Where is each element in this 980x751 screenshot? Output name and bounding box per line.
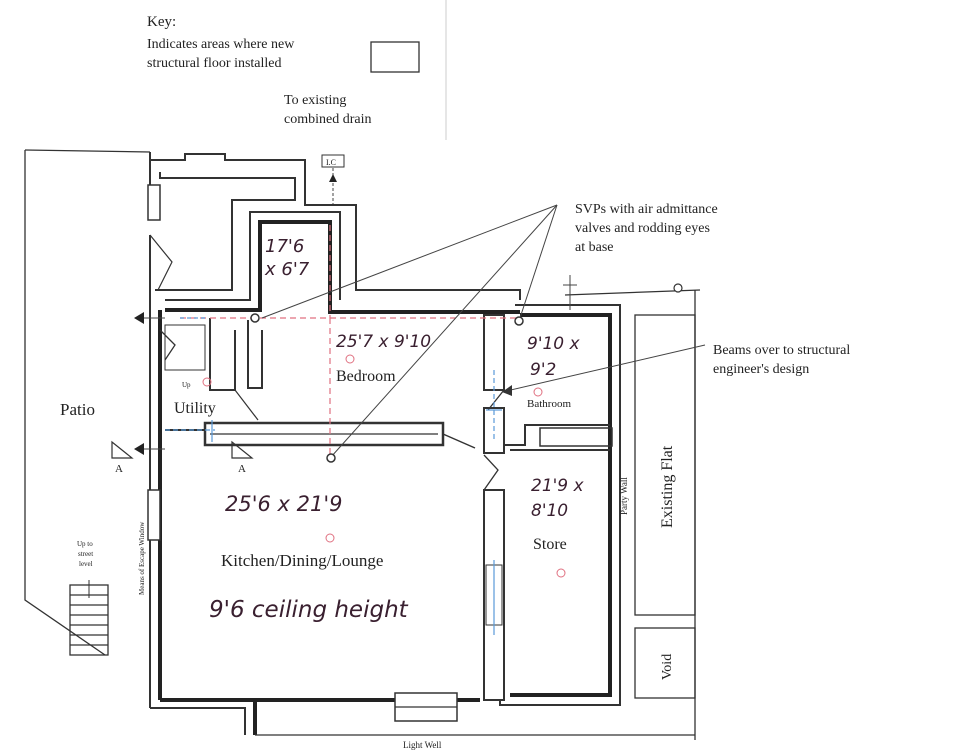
light-point-icon (202, 377, 212, 387)
bedroom-dim: 25'7 x 9'10 (336, 332, 431, 352)
void-label: Void (660, 654, 675, 680)
key-line-1: Indicates areas where new (147, 37, 295, 52)
upper-right-wall (340, 204, 521, 300)
store-label: Store (533, 536, 567, 553)
section-arrow-icon (134, 312, 144, 324)
svp-marker-icon (514, 316, 524, 326)
right-wall-outer (499, 304, 621, 706)
bathroom-dim-2: 9'2 (530, 360, 556, 380)
section-triangle-icon (111, 440, 134, 459)
patio-label: Patio (60, 400, 95, 419)
upper-wall-inner (155, 172, 296, 291)
svp-note-2: valves and rodding eyes (575, 221, 710, 236)
section-triangle-icon (231, 440, 254, 459)
internal-walls (159, 290, 696, 740)
kitchen-label: Kitchen/Dining/Lounge (221, 551, 383, 570)
upper-door-swing (149, 234, 173, 291)
street-label-3: level (79, 560, 93, 568)
beams-leader (501, 344, 706, 393)
bathroom-bottom-wall (504, 424, 610, 446)
svp-leaders (250, 204, 706, 463)
beams-note-2: engineer's design (713, 362, 809, 377)
escape-window (147, 489, 161, 541)
store-partition (483, 489, 505, 701)
small-room-dim-1: 17'6 (265, 236, 304, 257)
utility-cupboard (164, 324, 206, 371)
escape-window-label: Means of Escape Window (138, 521, 146, 595)
drain-marker-box (321, 154, 345, 168)
ceiling-height-note: 9'6 ceiling height (209, 597, 409, 623)
upper-wall-outer (149, 152, 340, 206)
svp-note-3: at base (575, 240, 613, 255)
section-label-right: A (238, 463, 246, 475)
bedroom-label: Bedroom (336, 368, 396, 385)
section-arrow-icon (134, 443, 144, 455)
bathroom-sink-wall (539, 427, 613, 447)
utility-label: Utility (174, 400, 216, 417)
street-label-2: street (78, 550, 93, 558)
key-swatch (370, 41, 420, 73)
beams-arrow-icon (502, 385, 512, 396)
svp-marker-icon (250, 313, 260, 323)
svp-leader-3 (330, 204, 558, 458)
bathroom-door (487, 389, 505, 411)
svp-leader-1 (261, 204, 558, 319)
utility-pier (247, 320, 263, 389)
key-title: Key: (147, 14, 176, 30)
light-point-icon (533, 387, 543, 397)
street-label-1: Up to (77, 540, 93, 548)
store-door (483, 454, 499, 491)
drain-label-1: To existing (284, 93, 346, 108)
key: Key: Indicates areas where new structura… (147, 14, 420, 73)
existing-flat-label: Existing Flat (659, 445, 676, 528)
light-point-icon (556, 568, 566, 578)
patio-top-edge (24, 149, 151, 153)
drain-arrow-icon (329, 174, 337, 182)
patio-area: Patio Up to street level (24, 149, 151, 656)
upper-building (147, 152, 701, 300)
section-label-left: A (115, 463, 123, 475)
utility-door (234, 389, 259, 421)
kitchen-door (442, 433, 476, 449)
key-line-2: structural floor installed (147, 56, 282, 71)
section-markers: A A (111, 312, 254, 475)
bottom-wall-left-outer (150, 707, 246, 735)
bathroom-wall-lower (483, 407, 505, 454)
stair-treads (70, 594, 108, 646)
light-well-label: Light Well (403, 740, 442, 750)
party-wall-label: Party Wall (619, 477, 629, 515)
bedroom-top-wall-outer (165, 211, 341, 301)
right-wall (510, 313, 612, 697)
gully-circle (673, 283, 683, 293)
patio-boundary (24, 150, 106, 656)
light-points (202, 354, 566, 578)
bathroom-label: Bathroom (527, 398, 571, 410)
store-dim-1: 21'9 x (531, 476, 585, 496)
drain-marker: I.C (326, 158, 336, 167)
markup (165, 225, 520, 635)
small-room-dim-2: x 6'7 (264, 259, 310, 280)
bottom-wall-left (160, 698, 257, 735)
drain-note: To existing combined drain I.C (284, 93, 371, 205)
utility-up-label: Up (182, 381, 191, 389)
light-point-icon (345, 354, 355, 364)
store-dim-2: 8'10 (531, 501, 568, 521)
utility-door-swing (159, 329, 176, 361)
drain-label-2: combined drain (284, 112, 371, 127)
upper-window (147, 184, 161, 221)
bathroom-dim-1: 9'10 x (527, 334, 581, 354)
utility-partition (209, 318, 236, 391)
bedroom-top-wall (165, 220, 520, 314)
main-walls (147, 211, 695, 736)
svp-note-1: SVPs with air admittance (575, 202, 718, 217)
light-point-icon (325, 533, 335, 543)
svp-marker-icon (326, 453, 336, 463)
kitchen-dim: 25'6 x 21'9 (225, 492, 343, 516)
beams-note-1: Beams over to structural (713, 343, 850, 358)
svp-leader-2 (518, 204, 558, 322)
